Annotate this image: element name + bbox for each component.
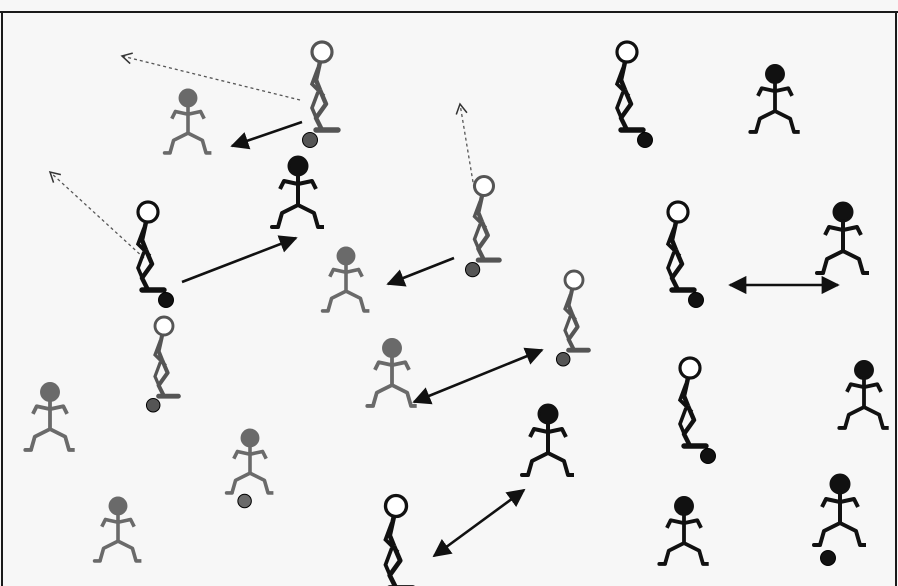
player-figure: [464, 174, 502, 278]
figures-layer: [23, 40, 889, 586]
pass-arrow: [386, 256, 455, 287]
player-figure: [365, 338, 417, 408]
player-figure: [92, 496, 142, 563]
player-figure: [815, 201, 869, 275]
player-figure: [145, 315, 181, 413]
pass-arrow: [432, 488, 526, 558]
player-figure: [677, 356, 716, 464]
ball: [464, 261, 481, 278]
arrows-layer: [48, 52, 840, 558]
ball: [637, 132, 653, 148]
player-figure: [665, 200, 704, 308]
player-figure: [614, 40, 653, 148]
player-figure: [657, 496, 709, 566]
player-figure: [383, 493, 415, 586]
player-figure: [162, 88, 212, 155]
player-figure: [135, 200, 174, 308]
player-figure: [520, 403, 574, 477]
pass-arrow: [455, 102, 475, 189]
ball: [555, 351, 571, 367]
ball: [820, 550, 836, 566]
player-figure: [748, 64, 800, 134]
ball: [237, 493, 252, 509]
player-figure: [270, 155, 324, 229]
ball: [700, 448, 716, 464]
pass-arrow: [412, 347, 544, 405]
player-figure: [302, 40, 341, 148]
pass-arrow: [120, 52, 301, 101]
ball: [145, 397, 161, 413]
ball: [158, 292, 174, 308]
player-figure: [320, 246, 370, 313]
player-figure: [555, 269, 591, 367]
player-figure: [812, 473, 866, 566]
player-figure: [224, 428, 274, 509]
ball: [688, 292, 704, 308]
ball: [302, 132, 318, 148]
pass-arrow: [181, 235, 298, 284]
pass-arrow: [230, 120, 303, 150]
player-figure: [23, 382, 75, 452]
player-figure: [837, 360, 889, 430]
